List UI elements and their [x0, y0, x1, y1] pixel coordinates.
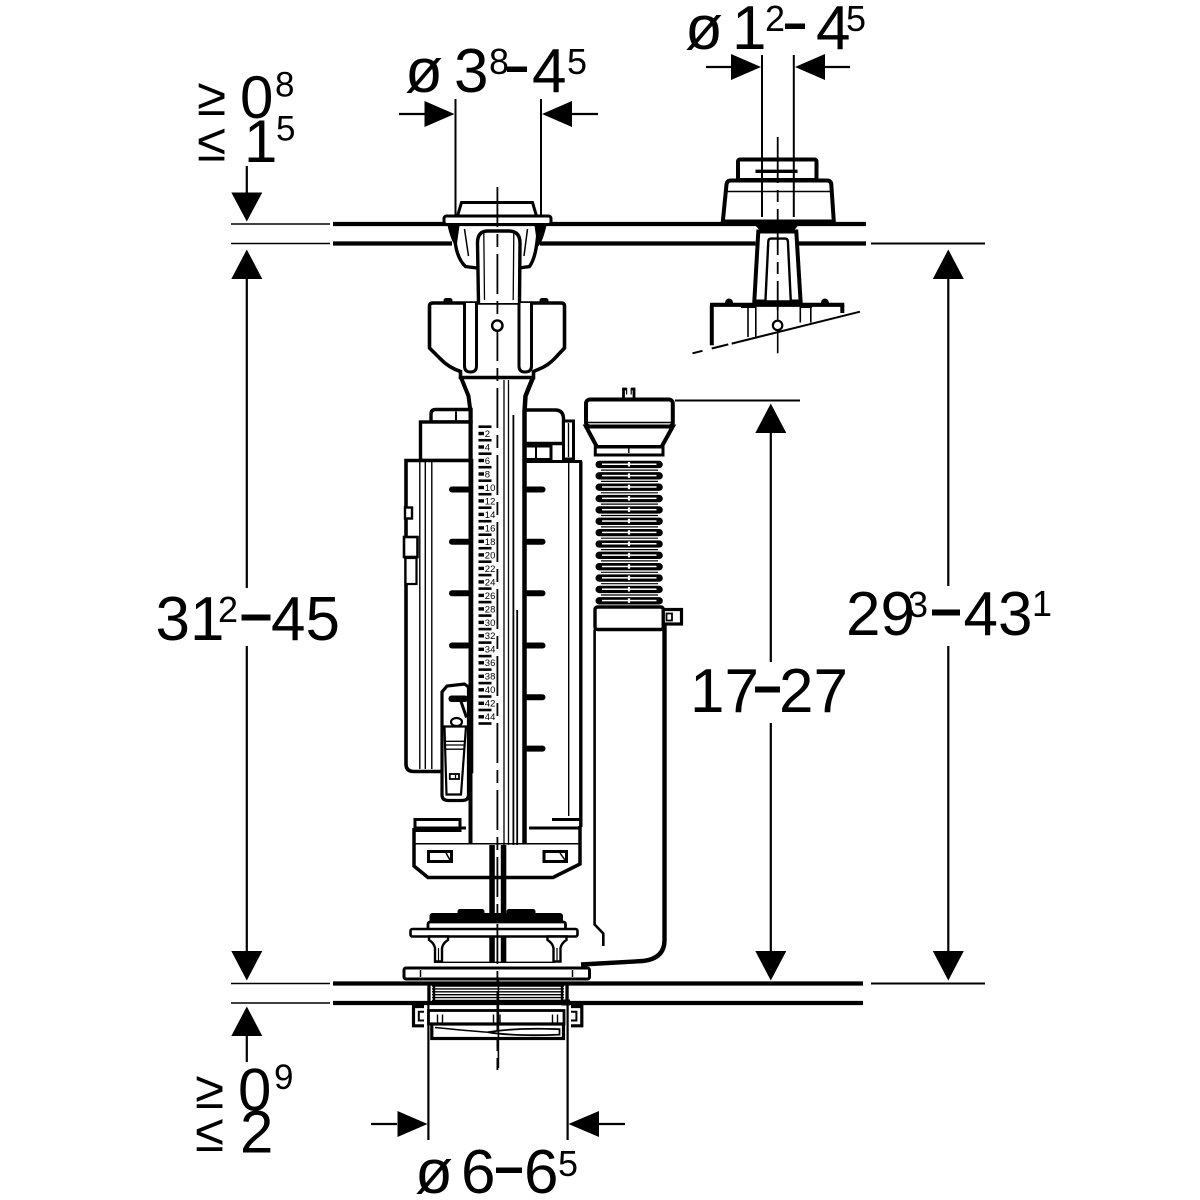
svg-text:0: 0: [238, 1057, 271, 1124]
svg-text:14: 14: [485, 510, 496, 521]
svg-text:10: 10: [485, 483, 496, 494]
svg-text:3: 3: [454, 37, 488, 106]
svg-text:≤: ≤: [197, 114, 226, 173]
svg-text:44: 44: [485, 712, 496, 723]
svg-text:20: 20: [485, 550, 496, 561]
svg-text:31: 31: [156, 585, 225, 654]
svg-text:5: 5: [846, 0, 866, 39]
svg-text:40: 40: [485, 685, 496, 696]
svg-text:6: 6: [485, 456, 490, 467]
svg-text:17: 17: [690, 657, 759, 726]
svg-text:34: 34: [485, 645, 496, 656]
svg-text:5: 5: [276, 110, 295, 149]
svg-text:32: 32: [485, 631, 496, 642]
svg-text:38: 38: [485, 672, 496, 683]
svg-text:1: 1: [1032, 583, 1052, 624]
svg-text:29: 29: [846, 580, 915, 649]
svg-text:4: 4: [816, 0, 850, 63]
svg-text:1: 1: [244, 108, 277, 175]
svg-text:2: 2: [240, 1099, 273, 1166]
svg-text:30: 30: [485, 618, 496, 629]
svg-text:≤: ≤: [195, 1104, 224, 1163]
svg-text:16: 16: [485, 523, 496, 534]
svg-text:8: 8: [485, 469, 490, 480]
svg-text:22: 22: [485, 564, 496, 575]
svg-text:1: 1: [732, 0, 766, 63]
svg-text:24: 24: [485, 577, 496, 588]
svg-text:9: 9: [274, 1058, 293, 1097]
svg-text:2: 2: [218, 589, 238, 630]
svg-text:43: 43: [964, 580, 1033, 649]
svg-text:4: 4: [532, 37, 566, 106]
svg-text:28: 28: [485, 604, 496, 615]
svg-text:ø: ø: [405, 37, 443, 106]
svg-text:8: 8: [489, 41, 509, 82]
svg-text:26: 26: [485, 591, 496, 602]
svg-text:36: 36: [485, 658, 496, 669]
svg-text:6: 6: [461, 1138, 495, 1200]
svg-text:3: 3: [908, 584, 928, 625]
svg-text:27: 27: [779, 657, 848, 726]
svg-text:2: 2: [765, 0, 785, 39]
svg-text:5: 5: [558, 1143, 578, 1184]
svg-text:0: 0: [240, 64, 273, 131]
svg-text:8: 8: [275, 66, 294, 105]
svg-text:2: 2: [485, 429, 490, 440]
svg-text:ø: ø: [685, 0, 723, 63]
svg-text:≥: ≥: [197, 68, 226, 127]
svg-text:12: 12: [485, 496, 496, 507]
svg-text:6: 6: [524, 1138, 558, 1200]
svg-text:4: 4: [485, 442, 490, 453]
svg-text:18: 18: [485, 537, 496, 548]
svg-text:42: 42: [485, 699, 496, 710]
svg-text:≥: ≥: [195, 1061, 224, 1120]
svg-text:5: 5: [567, 41, 587, 82]
svg-text:45: 45: [271, 585, 340, 654]
svg-text:ø: ø: [415, 1138, 453, 1200]
